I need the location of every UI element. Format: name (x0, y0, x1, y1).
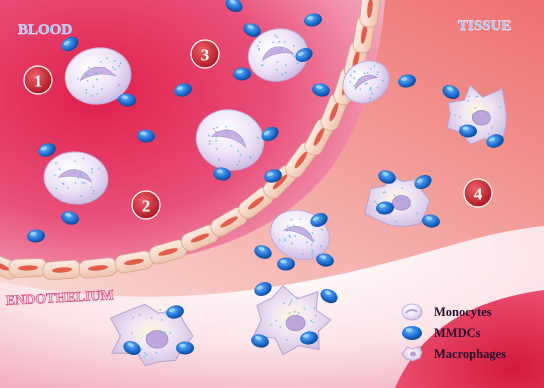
endothelial-cell (78, 257, 118, 279)
endothelial-cell (9, 258, 48, 277)
step-badge-1: 1 (24, 66, 52, 94)
step-number-1: 1 (34, 72, 43, 91)
step-number-2: 2 (142, 197, 151, 216)
legend-monocyte-icon (402, 304, 422, 320)
legend-macrophages-label: Macrophages (434, 347, 506, 361)
legend-monocytes-label: Monocytes (434, 305, 492, 319)
mmdc (176, 342, 194, 355)
endothelial-cell (42, 260, 81, 281)
step-number-3: 3 (201, 46, 210, 65)
step-badge-2: 2 (132, 191, 160, 219)
legend-mmdc-icon (402, 326, 422, 340)
step-badge-4: 4 (464, 179, 492, 207)
blood-label: BLOOD (18, 22, 72, 38)
step-number-4: 4 (474, 185, 483, 204)
step-badge-3: 3 (191, 40, 219, 68)
legend-mmdcs-label: MMDCs (434, 326, 481, 340)
tissue-label: TISSUE (458, 18, 511, 34)
